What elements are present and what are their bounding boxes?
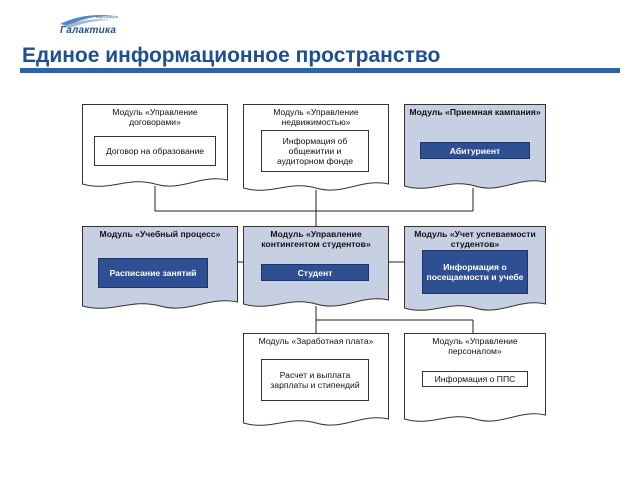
title-underline	[20, 68, 620, 73]
module-box: Студент	[261, 264, 369, 281]
module-realty: Модуль «Управление недвижимостью» Информ…	[243, 104, 389, 192]
module-contracts: Модуль «Управление договорами» Договор н…	[82, 104, 228, 188]
page-title: Единое информационное пространство	[22, 44, 441, 67]
logo-text: Галактика	[60, 25, 117, 36]
module-title: Модуль «Учет успеваемости студентов»	[414, 229, 536, 249]
galaktika-logo-icon	[60, 15, 116, 28]
module-progress: Модуль «Учет успеваемости студентов» Инф…	[404, 226, 546, 312]
module-box: Информация о посещаемости и учебе	[422, 250, 528, 294]
module-box: Информация об общежитии и аудиторном фон…	[261, 130, 369, 172]
module-box: Абитуриент	[420, 142, 530, 159]
module-title: Модуль «Заработная плата»	[258, 336, 374, 346]
module-title: Модуль «Учебный процесс»	[99, 229, 221, 239]
module-title: Модуль «Приемная кампания»	[409, 107, 541, 117]
module-study: Модуль «Учебный процесс» Расписание заня…	[82, 226, 238, 310]
module-students: Модуль «Управление контингентом студенто…	[243, 226, 389, 308]
logo-corporation-label: корпорация	[96, 14, 118, 19]
module-box: Расписание занятий	[98, 258, 208, 288]
module-box: Информация о ППС	[422, 371, 528, 387]
module-box: Расчет и выплата зарплаты и стипендий	[261, 359, 369, 401]
module-title: Модуль «Управление договорами»	[112, 107, 198, 127]
module-title: Модуль «Управление недвижимостью»	[273, 107, 359, 127]
module-box: Договор на образование	[94, 136, 216, 166]
module-salary: Модуль «Заработная плата» Расчет и выпла…	[243, 333, 389, 427]
module-admission: Модуль «Приемная кампания» Абитуриент	[404, 104, 546, 190]
module-staff: Модуль «Управление персоналом» Информаци…	[404, 333, 546, 423]
module-title: Модуль «Управление персоналом»	[432, 336, 518, 356]
module-title: Модуль «Управление контингентом студенто…	[261, 229, 371, 249]
